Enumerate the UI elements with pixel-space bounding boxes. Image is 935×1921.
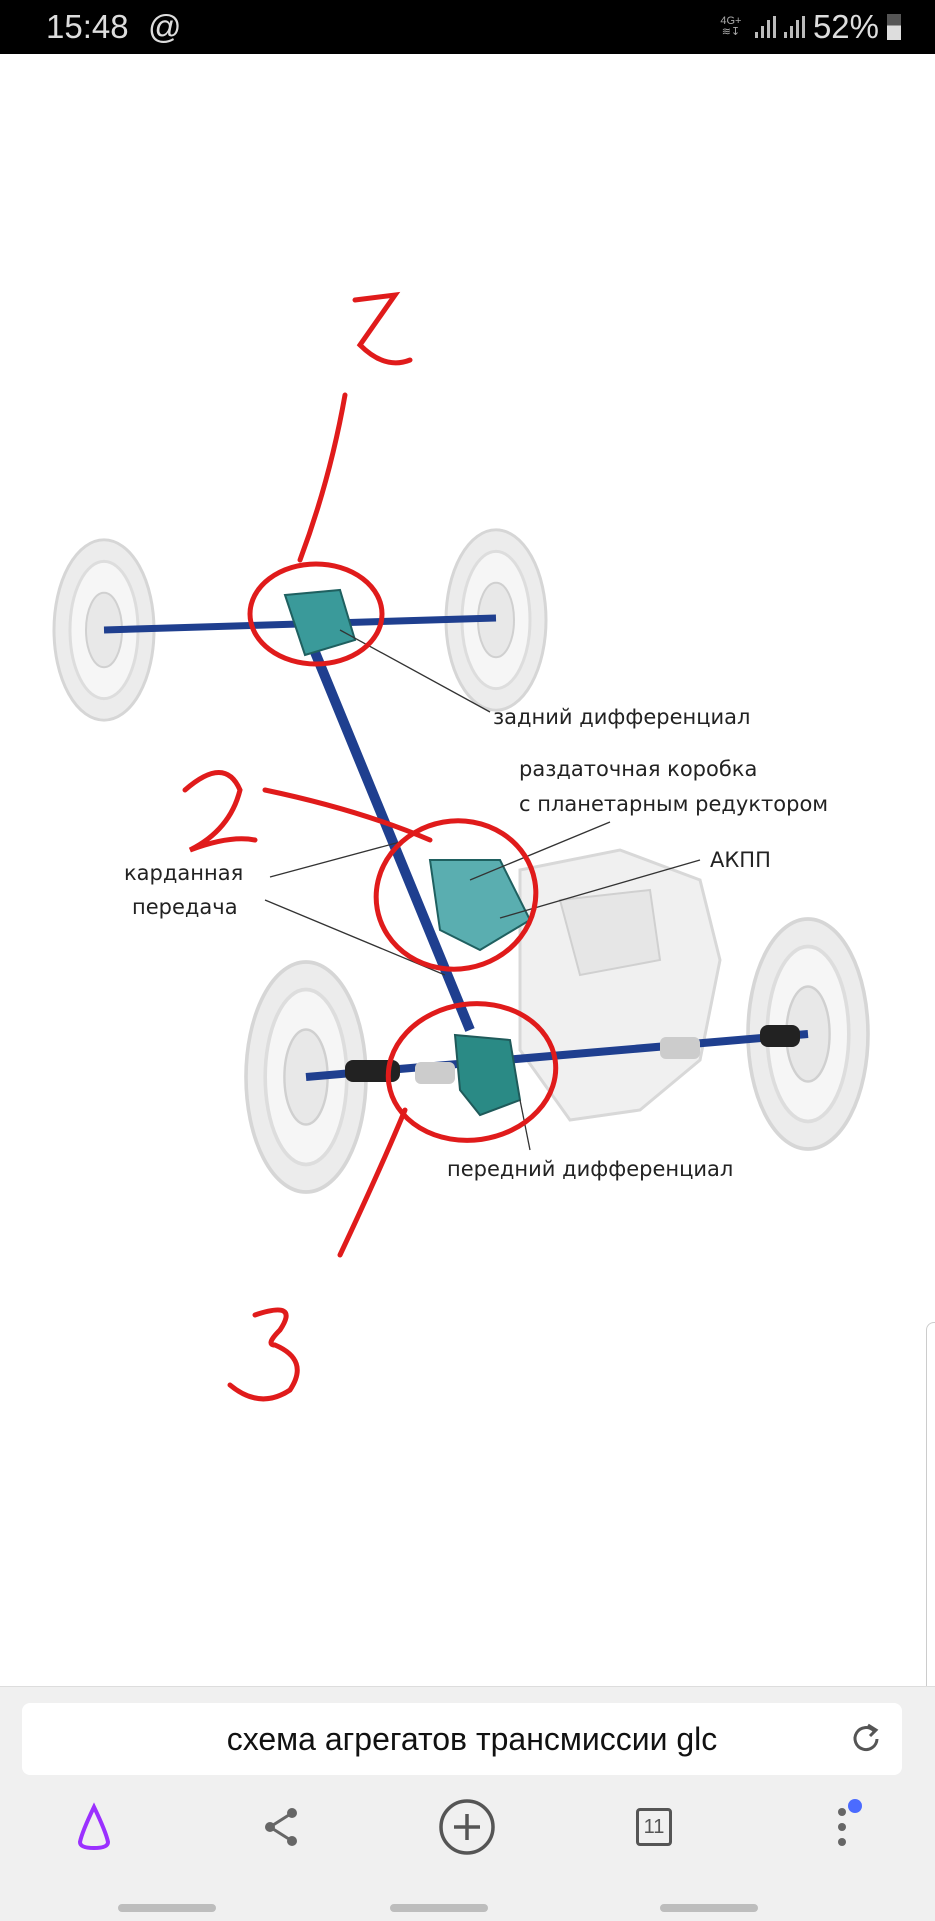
share-button[interactable] [252, 1797, 312, 1857]
annotation-digit-2 [182, 770, 258, 853]
plus-circle-icon [439, 1799, 495, 1855]
cv-joint-right [660, 1037, 700, 1059]
tabs-button[interactable]: 11 [624, 1797, 684, 1857]
gesture-handle-center[interactable] [390, 1904, 488, 1912]
cv-boot-right [760, 1025, 800, 1047]
new-tab-button[interactable] [437, 1797, 497, 1857]
label-driveshaft-2: передача [132, 895, 238, 919]
signal-icon [754, 16, 776, 38]
circle-3 [385, 1001, 559, 1143]
notification-badge [848, 1799, 862, 1813]
signal-icon-2 [783, 16, 805, 38]
label-driveshaft-1: карданная [124, 861, 243, 885]
status-bar: 15:48 @ 4G+≋↧ 52% [0, 0, 935, 54]
annotation-digit-3 [227, 1307, 300, 1402]
circle-2 [373, 818, 539, 972]
label-transfer-case-1: раздаточная коробка [519, 757, 757, 781]
driveshaft [305, 638, 475, 1032]
browser-bottom-bar: схема агрегатов трансмиссии glc 11 [0, 1686, 935, 1921]
network-type-icon: 4G+≋↧ [720, 15, 742, 38]
clock: 15:48 [46, 8, 129, 45]
label-transfer-case-2: с планетарным редуктором [519, 792, 828, 816]
battery-percent: 52% [812, 8, 879, 45]
rear-differential [283, 588, 357, 657]
side-scroll-tab[interactable] [926, 1322, 935, 1694]
cv-joint-left [415, 1062, 455, 1084]
label-transmission: АКПП [710, 848, 771, 872]
alice-icon [77, 1802, 111, 1851]
engine-outline [518, 848, 722, 1122]
transfer-case [428, 859, 532, 952]
image-viewer[interactable]: задний дифференциал раздаточная коробка … [0, 54, 935, 1686]
search-query[interactable]: схема агрегатов трансмиссии glc [226, 1721, 718, 1757]
battery-icon [887, 14, 901, 40]
front-differential [453, 1033, 522, 1117]
label-rear-differential: задний дифференциал [493, 705, 750, 729]
circle-1 [247, 561, 385, 667]
label-front-differential: передний дифференциал [447, 1157, 733, 1181]
tabs-count-icon: 11 [636, 1808, 672, 1846]
more-vertical-icon [838, 1808, 846, 1846]
menu-button[interactable] [812, 1797, 872, 1857]
engine-cover [558, 888, 662, 977]
gesture-handle-left[interactable] [118, 1904, 216, 1912]
tabs-count: 11 [643, 1815, 665, 1838]
search-bar[interactable]: схема агрегатов трансмиссии glc [22, 1703, 902, 1775]
alice-assistant-button[interactable] [64, 1797, 124, 1857]
at-notification-icon: @ [148, 8, 182, 45]
red-annotations [182, 291, 559, 1402]
gesture-handle-right[interactable] [660, 1904, 758, 1912]
annotation-digit-1 [352, 291, 413, 366]
transmission-diagram: задний дифференциал раздаточная коробка … [52, 291, 870, 1402]
reload-icon[interactable] [846, 1717, 886, 1757]
share-icon [265, 1808, 297, 1846]
